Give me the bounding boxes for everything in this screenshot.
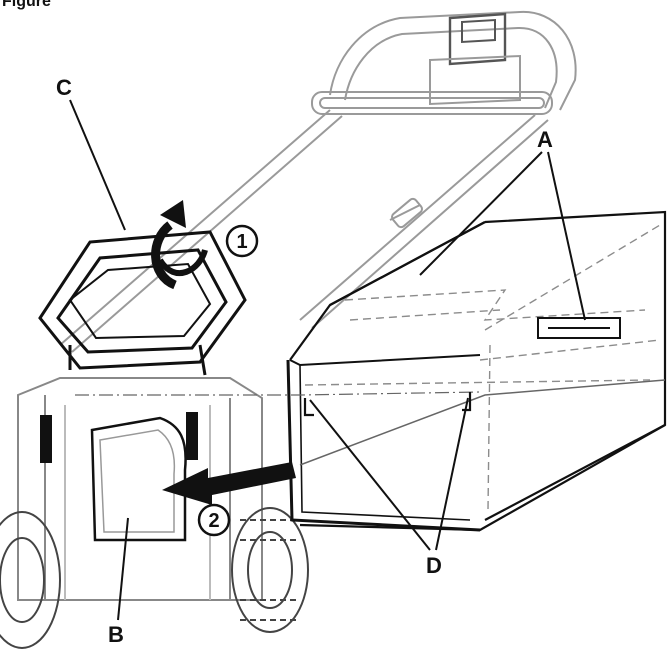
callout-a: A [537,127,553,152]
rotate-arrow-1 [151,200,208,290]
leader-lines [69,99,586,621]
bag-handle-slot [537,317,621,339]
svg-text:2: 2 [208,510,219,532]
svg-text:1: 1 [236,231,247,253]
callout-b: B [108,622,124,647]
mower-handle [59,10,577,353]
side-brackets [40,412,198,463]
step-2-marker: 2 [197,503,231,537]
bag-hooks-d [303,392,472,417]
step-1-marker: 1 [225,224,259,258]
callout-c: C [56,75,72,100]
callout-d: D [426,553,442,578]
insert-arrow-2 [162,462,296,505]
alignment-line [75,391,481,396]
bag-frame-c [38,230,247,376]
grass-bag-a [286,210,667,532]
rear-chute-opening-b [90,416,187,542]
figure-header-fragment: Figure [2,0,51,10]
wheels [0,507,309,649]
grass-bag-hidden-lines [304,224,661,511]
